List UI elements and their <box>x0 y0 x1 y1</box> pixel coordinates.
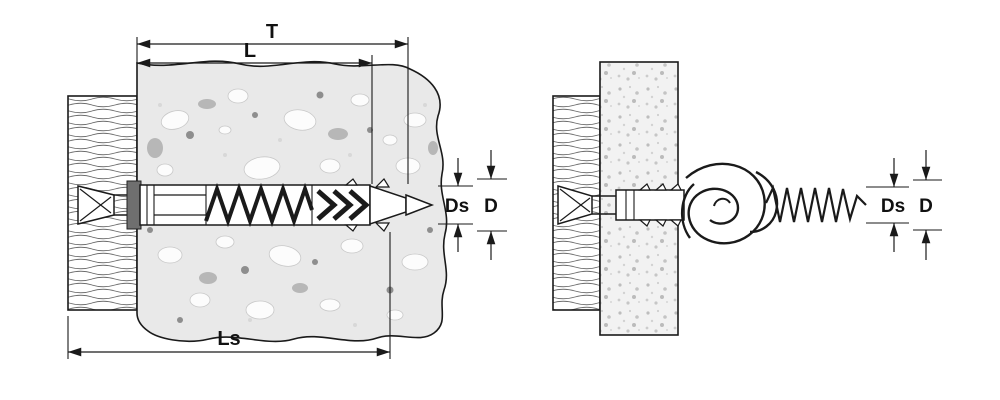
dim-label-Ds-right: Ds <box>881 196 905 217</box>
screw-slot-line <box>559 188 591 213</box>
anchor-fin <box>374 222 391 232</box>
screw-head-right <box>557 184 618 226</box>
left-dimensions: T L Ls Ds D <box>67 21 507 359</box>
screw-slot-line <box>79 188 112 214</box>
screw-head <box>77 185 140 225</box>
thread-chevrons <box>316 189 370 221</box>
dim-label-D-right: D <box>919 196 933 217</box>
right-dimensions: Ds D <box>866 150 942 260</box>
anchor-assembly <box>77 178 435 232</box>
anchor-sleeve <box>139 178 391 232</box>
anchor-fin <box>344 178 359 186</box>
anchor-fin <box>344 224 359 232</box>
dowel-fin <box>669 219 682 227</box>
anchor-collar <box>126 180 142 230</box>
right-view: Ds D <box>552 61 942 336</box>
concrete-aggregate <box>147 88 438 327</box>
dim-label-Ls: Ls <box>217 328 240 350</box>
screw-slot-line <box>559 197 591 222</box>
left-view: T L Ls Ds D <box>67 21 507 359</box>
screw-point-arrow <box>405 193 435 217</box>
dim-label-L: L <box>244 40 256 62</box>
dowel-fin <box>638 219 651 227</box>
screw-assembly <box>557 162 867 245</box>
dim-label-T: T <box>266 21 278 43</box>
dowel-fin <box>654 219 667 227</box>
curled-shaving <box>680 162 779 245</box>
anchor-tip <box>369 184 435 226</box>
dim-label-Ds: Ds <box>445 196 469 217</box>
expansion-zone-hatch <box>204 182 314 228</box>
screw-slot-line <box>79 196 112 222</box>
screw-thread <box>765 184 867 224</box>
dowel-sleeve-right <box>615 183 685 227</box>
dim-label-D: D <box>484 196 498 217</box>
dowel-fin <box>654 183 667 191</box>
dowel-fin <box>669 183 682 191</box>
dowel-fin <box>638 183 651 191</box>
anchor-fin <box>374 178 391 188</box>
